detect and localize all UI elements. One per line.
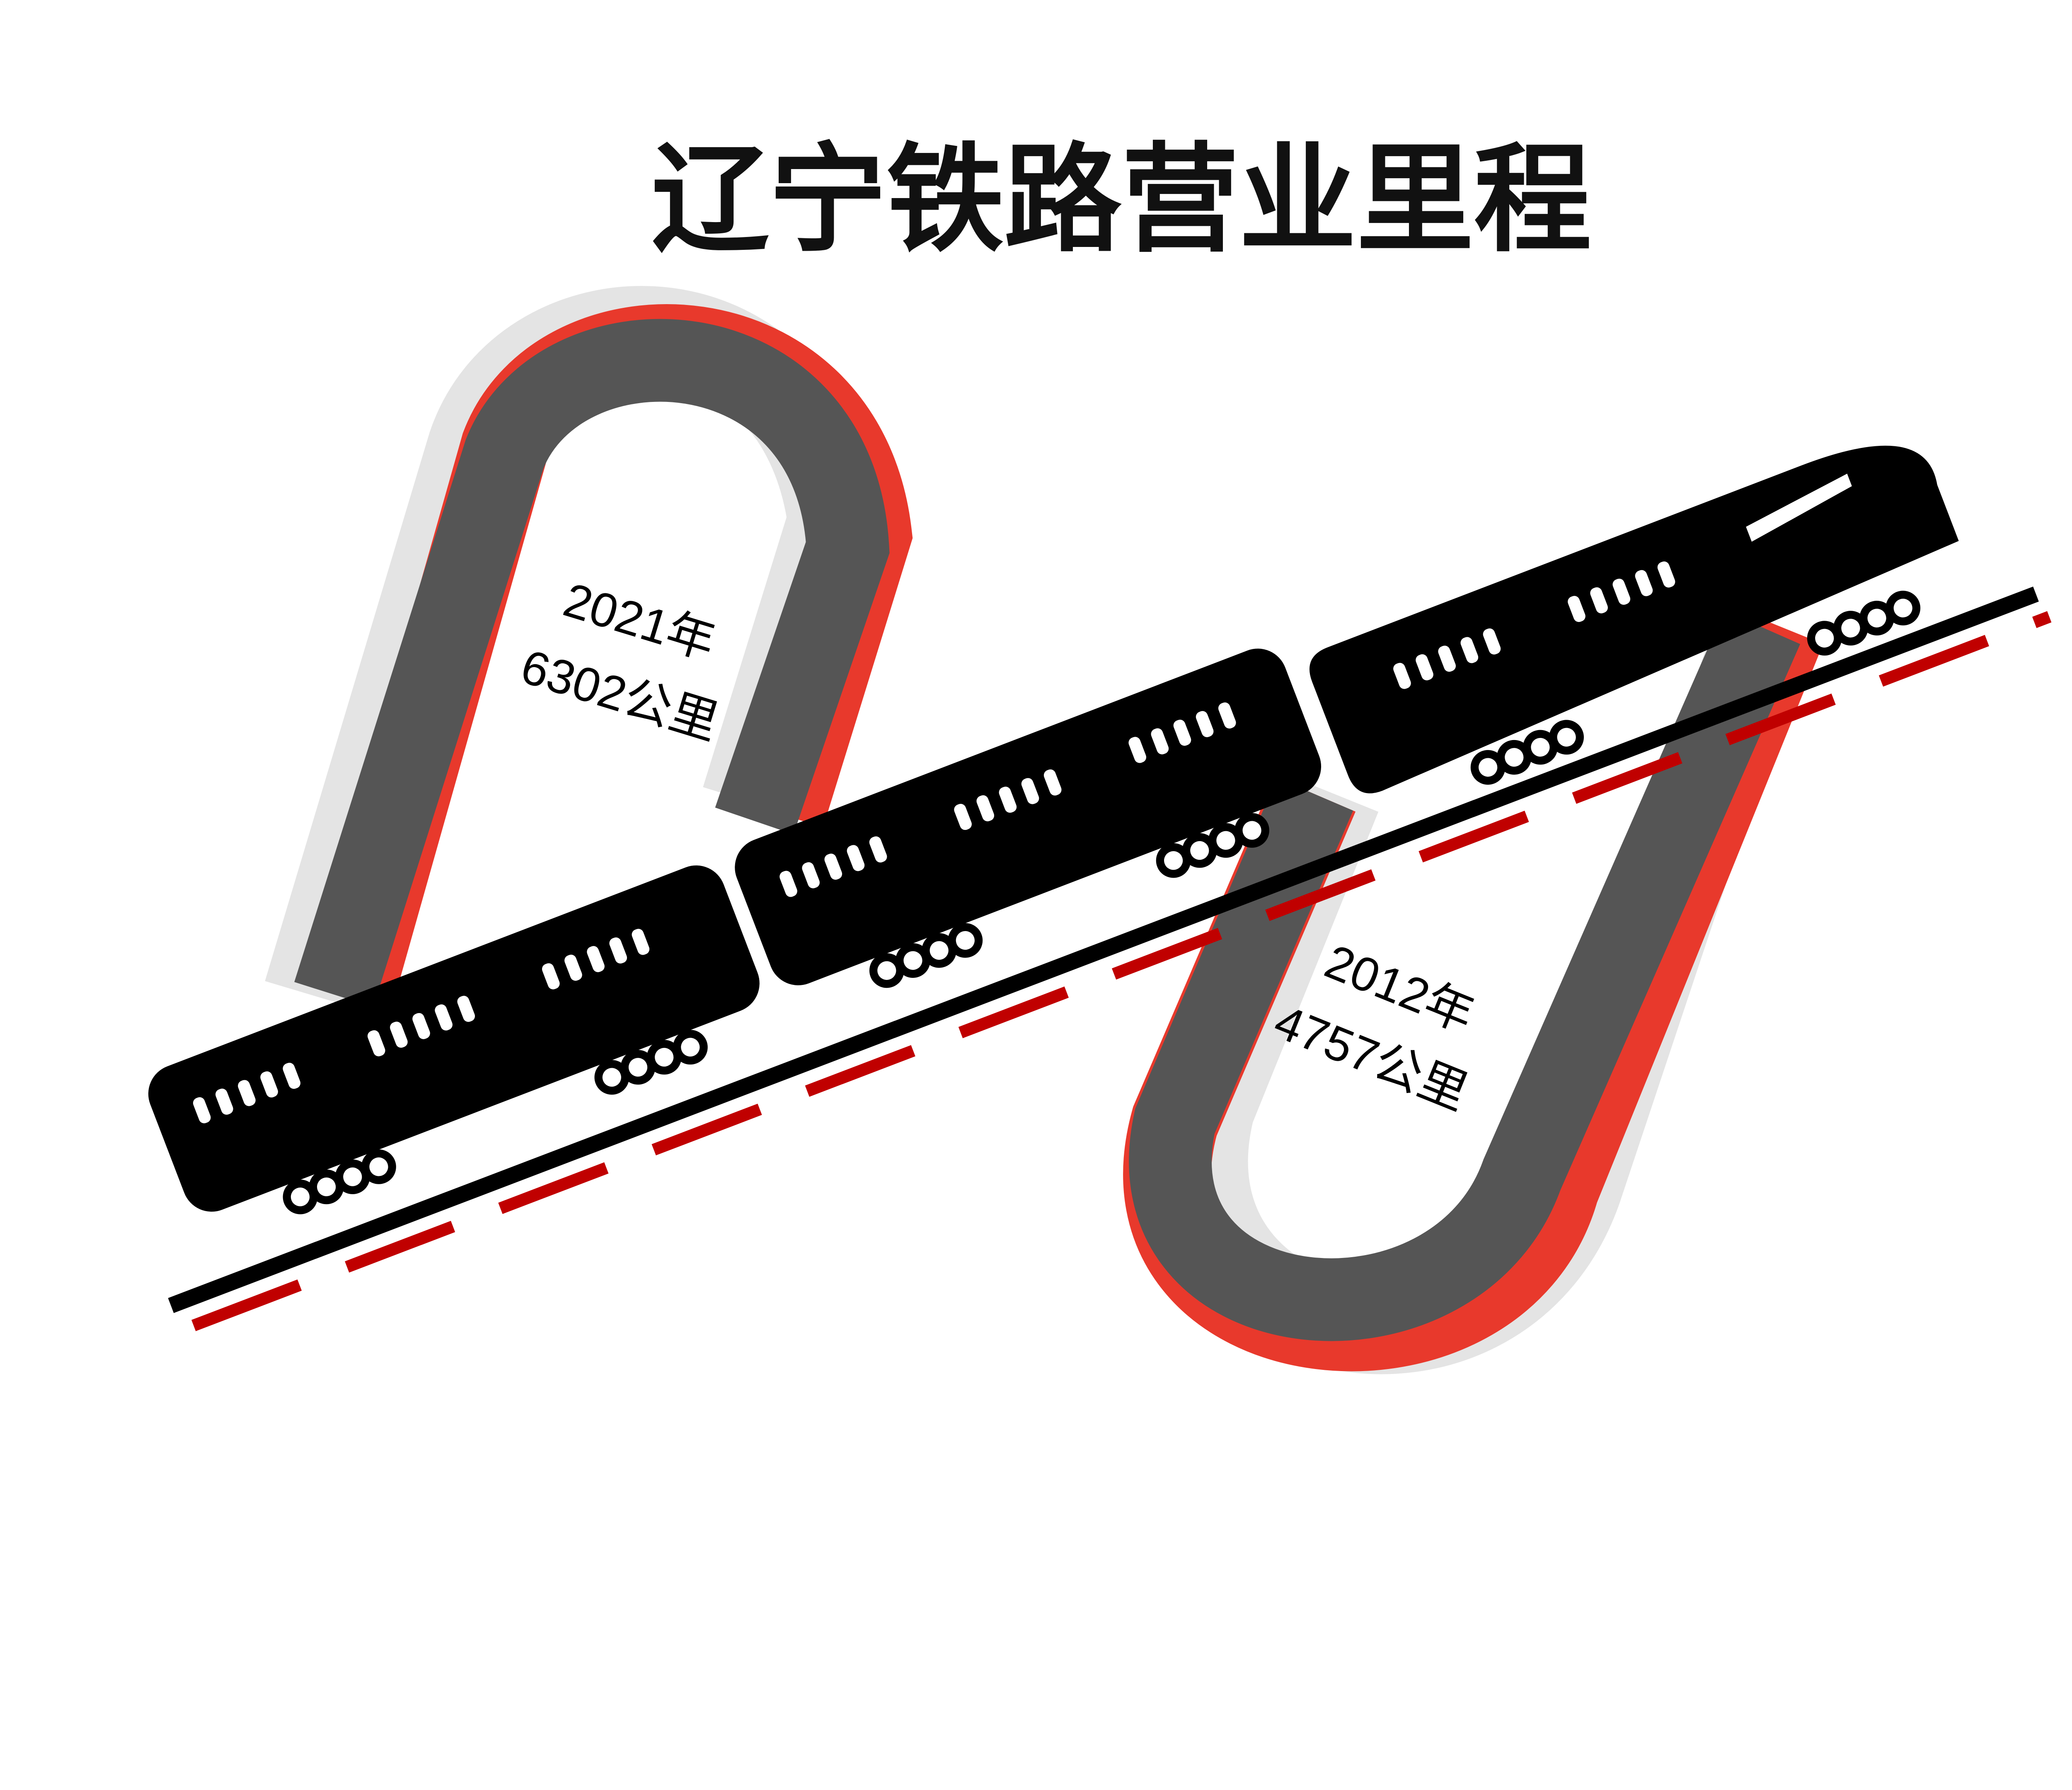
window-icon xyxy=(1460,637,1479,663)
window-icon xyxy=(283,1062,301,1089)
window-icon xyxy=(587,946,605,972)
window-icon xyxy=(457,996,475,1022)
window-icon xyxy=(1612,578,1631,605)
car-body xyxy=(735,648,1322,985)
window-icon xyxy=(1635,570,1653,596)
window-icon xyxy=(1218,702,1236,729)
train-car-2-icon xyxy=(735,648,1322,988)
window-icon xyxy=(435,1004,453,1031)
window-icon xyxy=(1568,596,1585,622)
window-icon xyxy=(1590,587,1608,614)
window-icon xyxy=(193,1097,211,1124)
page-title: 辽宁铁路营业里程 xyxy=(651,131,1591,268)
track-loop-2012 xyxy=(1123,611,1823,1374)
dashed-rail-line xyxy=(191,611,2052,1331)
window-icon xyxy=(824,854,842,880)
window-icon xyxy=(260,1071,278,1098)
window-icon xyxy=(238,1080,256,1106)
window-icon xyxy=(1416,654,1433,681)
train-car-1-icon xyxy=(148,865,760,1214)
window-icon xyxy=(1196,711,1214,738)
track-loop-2021 xyxy=(265,286,913,1008)
wheel-icon xyxy=(361,1149,396,1184)
car-body xyxy=(148,865,760,1212)
wheel-icon xyxy=(1886,590,1921,626)
window-icon xyxy=(542,963,560,989)
wheel-icon xyxy=(948,923,983,958)
window-icon xyxy=(390,1021,408,1048)
window-icon xyxy=(1393,663,1411,689)
window-icon xyxy=(847,845,865,871)
window-icon xyxy=(869,836,887,863)
window-icon xyxy=(802,862,820,888)
locomotive-icon xyxy=(1309,445,1959,793)
railway-diagram: 辽宁铁路营业里程 2021年 6302公里 2012年 4757公里 xyxy=(148,131,2052,1374)
window-icon xyxy=(1438,646,1456,672)
locomotive-body xyxy=(1309,445,1959,793)
window-icon xyxy=(1043,769,1062,796)
wheel-icon xyxy=(1234,813,1269,848)
window-icon xyxy=(1173,719,1191,746)
window-icon xyxy=(1021,778,1039,804)
window-icon xyxy=(215,1089,233,1115)
window-icon xyxy=(999,786,1017,813)
window-icon xyxy=(564,954,582,981)
window-icon xyxy=(954,804,972,830)
window-icon xyxy=(779,871,797,897)
wheel-icon xyxy=(673,1030,708,1065)
window-icon xyxy=(412,1013,430,1039)
window-icon xyxy=(609,937,627,964)
window-icon xyxy=(976,795,995,822)
window-icon xyxy=(632,929,650,955)
windshield xyxy=(1746,474,1852,542)
train xyxy=(148,445,1959,1214)
window-icon xyxy=(1151,728,1169,755)
wheel-icon xyxy=(1549,720,1584,755)
window-icon xyxy=(1657,561,1675,588)
window-icon xyxy=(1128,737,1147,763)
window-icon xyxy=(367,1030,385,1057)
rail-line xyxy=(168,586,2039,1313)
window-icon xyxy=(1483,628,1501,655)
